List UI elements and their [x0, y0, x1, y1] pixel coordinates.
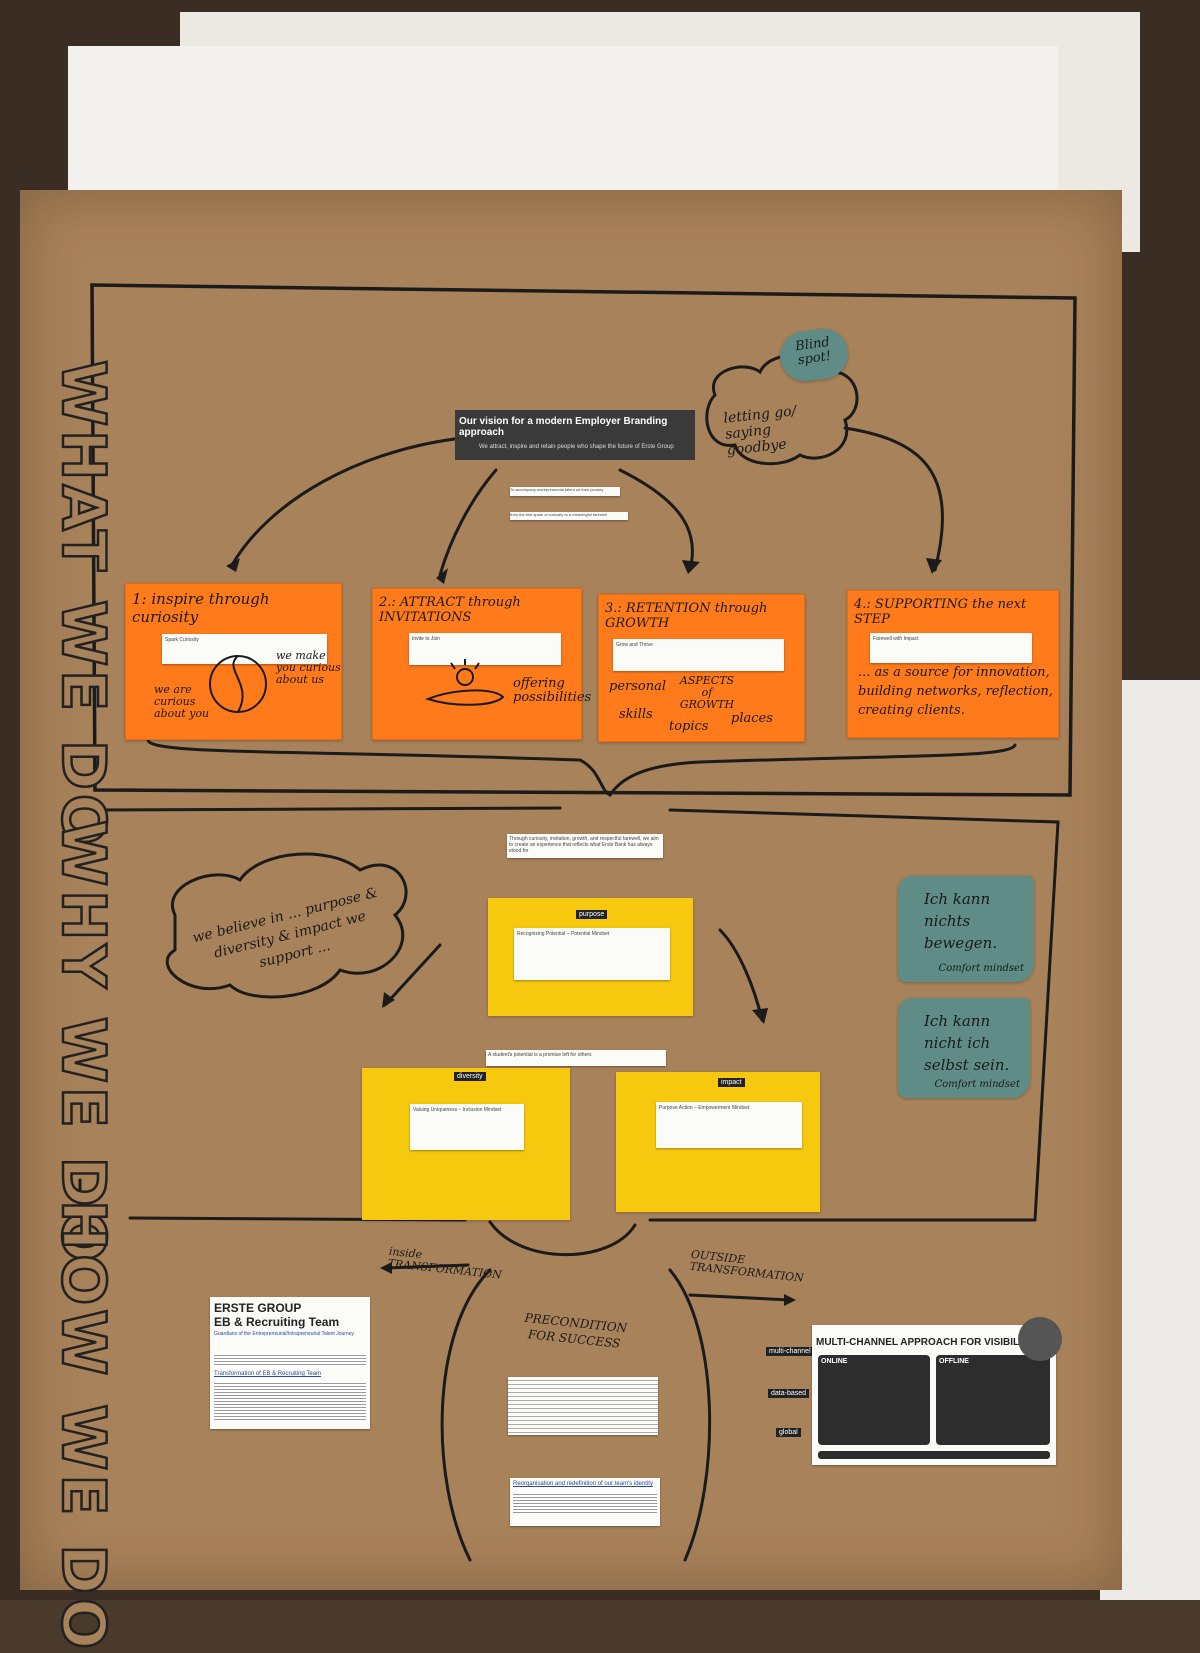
step-1-title: 1: inspire through curiosity	[132, 590, 270, 626]
step-3-title: 3.: RETENTION through GROWTH	[605, 601, 768, 631]
online-label: ONLINE	[821, 1358, 848, 1365]
step-1-slip: Spark Curiosity	[162, 634, 327, 664]
step-3-word-skills: skills	[619, 707, 653, 722]
purpose-mindset: Potential Mindset	[570, 931, 610, 937]
step-1-note-right: we make you curious about us	[276, 649, 341, 686]
step-card-2: 2.: ATTRACT through INVITATIONS Invite t…	[372, 588, 592, 740]
erste-text-block	[214, 1353, 366, 1367]
step-1-note-left: we are curious about you	[154, 683, 210, 720]
reorg-body	[513, 1492, 657, 1514]
step-card-4: 4.: SUPPORTING the next STEP Farewell wi…	[847, 590, 1059, 738]
offline-label: OFFLINE	[939, 1358, 969, 1365]
vision-title: Our vision for a modern Employer Brandin…	[459, 416, 668, 438]
multichannel-title: MULTI-CHANNEL APPROACH FOR VISIBILITY	[816, 1337, 1035, 1348]
round-stamp	[1018, 1317, 1062, 1361]
erste-line-1: ERSTE GROUP	[214, 1301, 302, 1315]
step-2-note: offering possibilities	[513, 676, 592, 705]
tag-data-based: data-based	[768, 1389, 810, 1398]
precondition-sheet	[508, 1377, 658, 1435]
diversity-slip: Valuing Uniqueness – Inclusion Mindset	[410, 1104, 524, 1150]
why-center-slip: Through curiosity, invitation, growth, a…	[507, 834, 663, 858]
step-4-note: ... as a source for innovation, building…	[858, 665, 1053, 718]
purpose-card: purpose Recognizing Potential – Potentia…	[488, 898, 693, 1016]
hand-drawn-lines	[78, 283, 1077, 1562]
impact-slip: Purpose Action – Empowerment Mindset	[656, 1102, 802, 1148]
step-2-title: 2.: ATTRACT through INVITATIONS	[379, 595, 521, 625]
vision-banner: Our vision for a modern Employer Brandin…	[455, 410, 695, 460]
purpose-slip: Recognizing Potential – Potential Mindse…	[514, 928, 670, 980]
teal-note-1: Ich kann nichts bewegen. Comfort mindset	[898, 876, 1034, 982]
step-3-word-aspects: ASPECTS of GROWTH	[679, 674, 735, 711]
erste-line-2: EB & Recruiting Team	[214, 1315, 340, 1329]
vision-slip-1: To accompany entrepreneurial talent on t…	[510, 487, 620, 496]
yin-yang-drawing	[209, 655, 267, 713]
teal-note-2: Ich kann nicht ich selbst sein. Comfort …	[898, 998, 1030, 1098]
teal-note-2-text: Ich kann nicht ich selbst sein.	[924, 1012, 1010, 1074]
reorg-sheet: Reorganisation and redefinition of our t…	[510, 1478, 660, 1526]
teal-note-1-sign: Comfort mindset	[938, 963, 1024, 974]
step-3-word-topics: topics	[669, 719, 709, 734]
step-card-3: 3.: RETENTION through GROWTH Grow and Th…	[598, 594, 805, 742]
multichannel-sheet: MULTI-CHANNEL APPROACH FOR VISIBILITY ON…	[812, 1317, 1062, 1465]
step-3-word-personal: personal	[609, 679, 667, 694]
purpose-tag: purpose	[576, 910, 608, 919]
vision-slip-2: from the first spark of curiosity to a m…	[510, 512, 628, 520]
diversity-mindset: Inclusion Mindset	[462, 1107, 502, 1113]
impact-heading: Purpose Action	[659, 1105, 693, 1111]
offline-panel: OFFLINE	[936, 1355, 1050, 1445]
side-title-how: HOW WE DO	[47, 1199, 120, 1653]
purpose-heading: Recognizing Potential	[517, 931, 566, 937]
side-title-why: WHY WE DO	[47, 819, 120, 1267]
teal-note-1-text: Ich kann nichts bewegen.	[924, 890, 998, 952]
impact-tag: impact	[718, 1078, 745, 1087]
step-3-slip: Grow and Thrive	[613, 639, 784, 671]
tag-global: global	[776, 1428, 801, 1437]
multichannel-footer-bar	[818, 1451, 1050, 1459]
step-2-slip: Invite to Join	[409, 633, 561, 665]
erste-group-sheet: ERSTE GROUP EB & Recruiting Team Guardia…	[210, 1297, 370, 1429]
teal-note-2-sign: Comfort mindset	[934, 1079, 1020, 1090]
impact-mindset: Empowerment Mindset	[698, 1105, 750, 1111]
step-card-1: 1: inspire through curiosity Spark Curio…	[125, 583, 342, 740]
diversity-card: diversity Valuing Uniqueness – Inclusion…	[362, 1068, 570, 1220]
side-title-what: WHAT WE DO	[47, 359, 120, 850]
gift-hand-drawing	[425, 659, 505, 706]
reorg-title: Reorganisation and redefinition of our t…	[513, 1481, 653, 1487]
quote-slip: A student's potential is a promise left …	[486, 1050, 666, 1066]
erste-subtitle: Guardians of the Entrepreneurial/Intrapr…	[214, 1331, 354, 1337]
step-3-word-places: places	[731, 711, 773, 726]
online-panel: ONLINE	[818, 1355, 930, 1445]
step-4-slip: Farewell with Impact	[870, 633, 1032, 663]
step-4-title: 4.: SUPPORTING the next STEP	[854, 597, 1027, 627]
diversity-tag: diversity	[454, 1072, 486, 1081]
erste-body-text	[214, 1381, 366, 1421]
diversity-heading: Valuing Uniqueness	[413, 1107, 458, 1113]
impact-card: impact Purpose Action – Empowerment Mind…	[616, 1072, 820, 1212]
tag-multi-channel: multi-channel	[766, 1347, 814, 1356]
erste-section-title: Transformation of EB & Recruiting Team	[214, 1371, 322, 1377]
vision-line: We attract, inspire and retain people wh…	[479, 444, 674, 450]
